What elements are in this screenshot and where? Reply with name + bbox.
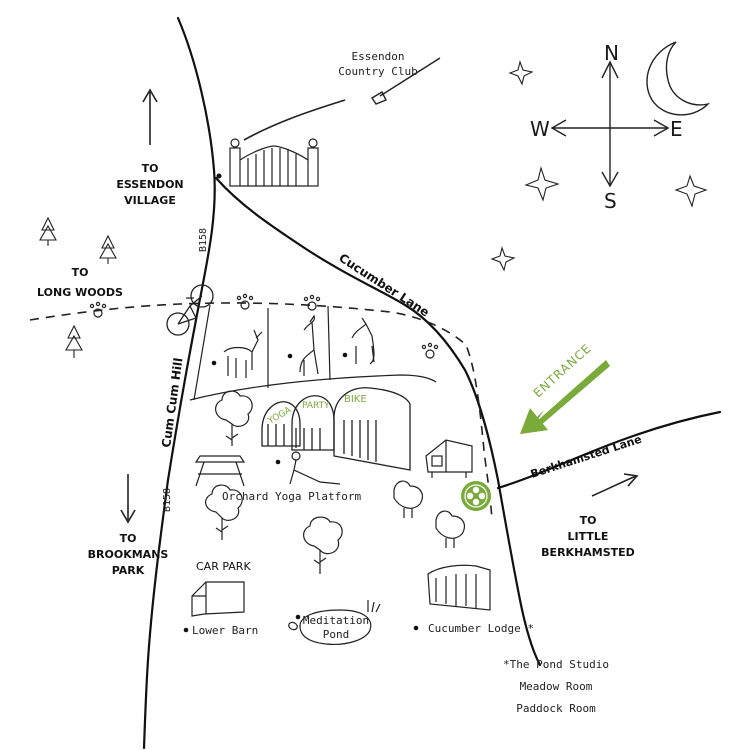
compass-n-label: N <box>604 41 619 65</box>
to-little-line3: BERKHAMSTED <box>541 546 635 559</box>
road-b158-label-top: B158 <box>198 228 209 252</box>
barn-bike-label: BIKE <box>344 394 367 405</box>
star-icon <box>674 174 708 208</box>
arrow-icon <box>120 474 136 524</box>
location-dot <box>287 353 293 359</box>
tree-orchard-icon <box>303 516 343 574</box>
tree-icon <box>65 324 83 358</box>
to-brookmans-line2: BROOKMANS <box>88 548 169 561</box>
picnic-table-icon <box>194 455 246 487</box>
meditation-label-line1: Meditation <box>303 614 369 627</box>
entrance-label: ENTRANCE <box>531 341 595 400</box>
to-essendon-line1: TO <box>142 162 159 175</box>
coop-icon <box>425 439 473 478</box>
enclosure-fence-2 <box>327 305 331 381</box>
car-park-label: CAR PARK <box>196 560 251 573</box>
to-brookmans-line3: PARK <box>112 564 145 577</box>
chicken-icon <box>435 510 465 548</box>
alpaca-icon <box>299 314 319 376</box>
golf-club-icon <box>371 57 441 105</box>
tree-icon <box>39 216 57 246</box>
footpath-west <box>29 302 493 521</box>
gate-icon <box>229 138 319 187</box>
cucumber-lodge-label: Cucumber Lodge * <box>428 622 534 635</box>
paw-icon <box>303 294 321 311</box>
moon-icon <box>646 41 711 116</box>
location-dot <box>183 627 189 633</box>
orchard-yoga-label: Orchard Yoga Platform <box>222 490 361 503</box>
location-dot <box>275 459 281 465</box>
star-icon <box>508 60 534 86</box>
enclosure-left <box>193 304 211 401</box>
to-little-line1: TO <box>580 514 597 527</box>
road-club-branch <box>243 99 346 141</box>
yoga-figure-icon <box>289 451 341 485</box>
entrance-arrow-icon <box>520 360 610 434</box>
goat-icon <box>351 317 375 365</box>
flower-badge-icon <box>461 481 491 511</box>
club-label-line1: Essendon <box>352 50 405 63</box>
cucumber-lane-label: Cucumber Lane <box>336 251 431 320</box>
compass-icon <box>550 60 670 188</box>
note-line3: Paddock Room <box>516 702 596 715</box>
donkey-icon <box>223 329 263 378</box>
to-essendon-line2: ESSENDON <box>116 178 183 191</box>
road-b158-label-bottom: B158 <box>162 488 173 512</box>
meditation-label-line2: Pond <box>323 628 350 641</box>
tree-orchard-icon <box>205 484 243 540</box>
lower-barn-label: Lower Barn <box>192 624 258 637</box>
paw-icon <box>89 301 107 318</box>
barn-party-label: PARTY <box>302 401 330 411</box>
paw-icon <box>421 342 439 359</box>
star-icon <box>490 246 516 272</box>
compass-e-label: E <box>670 117 683 141</box>
barn-icon <box>191 581 245 617</box>
arrow-icon <box>142 88 158 145</box>
to-long-woods-line1: TO <box>72 266 89 279</box>
location-dot <box>413 625 419 631</box>
star-icon <box>524 166 560 202</box>
arrow-icon <box>591 473 639 497</box>
to-little-line2: LITTLE <box>568 530 609 543</box>
bicycle-icon <box>166 284 214 336</box>
tree-icon <box>99 234 117 264</box>
note-line1: *The Pond Studio <box>503 658 609 671</box>
compass-s-label: S <box>604 189 617 213</box>
lodge-icon <box>427 564 491 611</box>
road-cucumber-lane <box>214 176 542 667</box>
to-essendon-line3: VILLAGE <box>124 194 176 207</box>
location-dot <box>342 352 348 358</box>
club-label-line2: Country Club <box>338 65 417 78</box>
location-dot <box>295 614 301 620</box>
paw-icon <box>236 293 254 310</box>
chicken-icon <box>393 480 423 518</box>
compass-w-label: W <box>530 117 550 141</box>
to-long-woods-line2: LONG WOODS <box>37 286 123 299</box>
tree-orchard-icon <box>215 390 253 446</box>
location-dot <box>216 173 222 179</box>
to-brookmans-line1: TO <box>120 532 137 545</box>
road-berkhamsted-lane <box>496 410 722 490</box>
pond-icon <box>288 600 381 645</box>
barn-icon <box>261 387 411 471</box>
location-dot <box>211 360 217 366</box>
road-b158 <box>142 16 216 750</box>
note-line2: Meadow Room <box>520 680 593 693</box>
